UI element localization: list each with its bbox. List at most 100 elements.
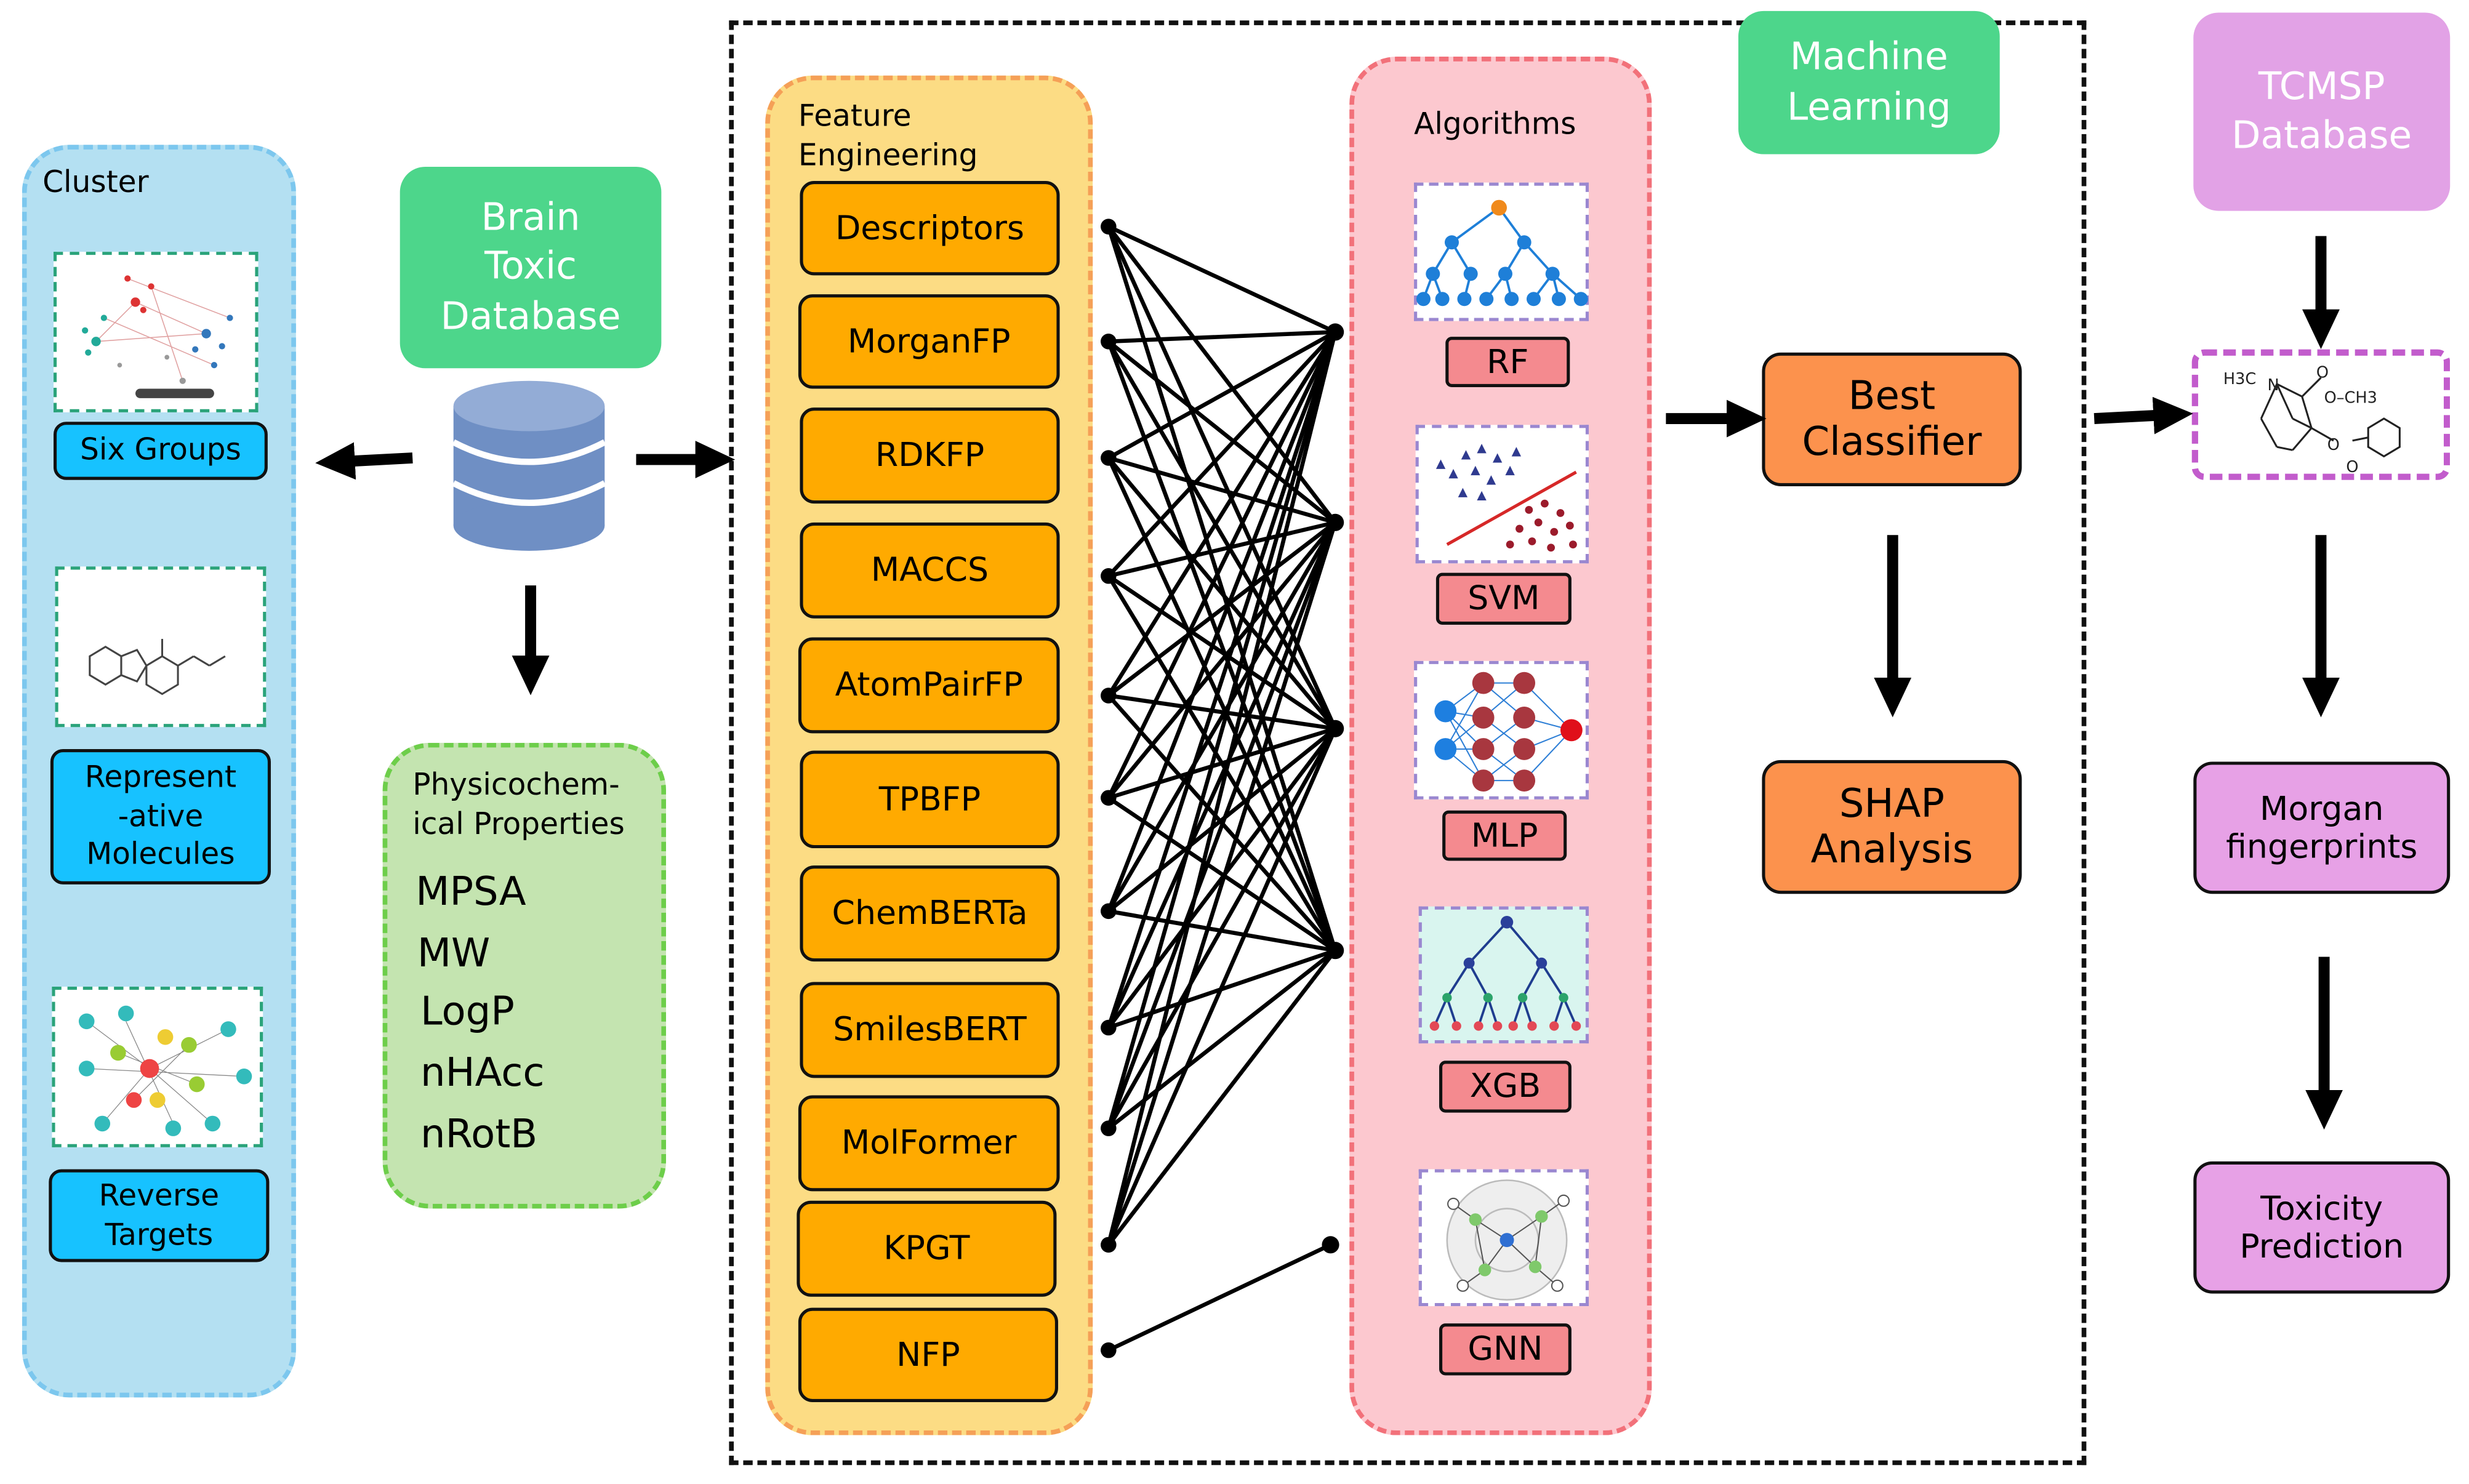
molecule-label-h3c: H3C bbox=[2223, 370, 2256, 388]
random-forest-tree-icon bbox=[1416, 199, 1588, 307]
link-feature-8-algorithm-0 bbox=[1106, 331, 1338, 1129]
random-forest-thumbnail bbox=[1414, 182, 1589, 321]
property-nrotb: nRotB bbox=[420, 1111, 538, 1157]
algorithm-rf: RF bbox=[1445, 337, 1570, 387]
feature-morganfp: MorganFP bbox=[798, 294, 1060, 389]
feature-molformer: MolFormer bbox=[798, 1095, 1060, 1192]
feature-node-dot bbox=[1101, 568, 1117, 584]
link-feature-5-algorithm-1 bbox=[1107, 521, 1337, 800]
link-feature-7-algorithm-1 bbox=[1106, 521, 1338, 1029]
link-feature-1-algorithm-0 bbox=[1108, 330, 1336, 344]
arrow-best-to-molecule bbox=[2094, 396, 2193, 435]
link-feature-4-algorithm-2 bbox=[1108, 693, 1336, 731]
link-feature-9-algorithm-2 bbox=[1106, 728, 1338, 1246]
algorithm-gnn: GNN bbox=[1439, 1323, 1572, 1376]
feature-rdkfp: RDKFP bbox=[800, 407, 1060, 504]
link-feature-8-algorithm-2 bbox=[1106, 728, 1338, 1129]
feature-kpgt: KPGT bbox=[797, 1200, 1057, 1297]
target-network-thumbnail bbox=[52, 987, 263, 1147]
molecule-thumbnail bbox=[55, 566, 267, 728]
feature-node-dot bbox=[1101, 903, 1117, 920]
molecule-label-o-ester: O bbox=[2327, 436, 2340, 454]
algorithm-node-dot bbox=[1322, 1236, 1339, 1254]
target-network-image bbox=[78, 1005, 252, 1136]
molecule-structure-image bbox=[89, 639, 226, 696]
feature-node-dot bbox=[1101, 688, 1117, 704]
cocaine-structure-icon: H3C N O O–CH3 O O bbox=[2223, 364, 2401, 476]
feature-node-dot bbox=[1101, 1237, 1117, 1253]
feature-node-dot bbox=[1101, 1019, 1117, 1036]
xgb-tree-icon bbox=[1429, 915, 1581, 1031]
link-feature-1-algorithm-2 bbox=[1106, 340, 1338, 730]
link-feature-9-algorithm-1 bbox=[1106, 521, 1338, 1246]
link-feature-10-algorithm-4 bbox=[1107, 1243, 1331, 1352]
best-classifier-box: Best Classifier bbox=[1762, 352, 2022, 487]
network-graph-thumbnail bbox=[53, 252, 259, 412]
feature-node-dot bbox=[1101, 334, 1117, 350]
link-feature-2-algorithm-2 bbox=[1107, 456, 1337, 730]
link-feature-0-algorithm-0 bbox=[1107, 225, 1336, 334]
feature-engineering-title: Feature Engineering bbox=[798, 99, 978, 174]
link-feature-2-algorithm-1 bbox=[1107, 455, 1336, 525]
gnn-graph-icon bbox=[1446, 1179, 1570, 1301]
brain-toxic-database-label: Brain Toxic Database bbox=[399, 167, 662, 369]
link-feature-2-algorithm-0 bbox=[1107, 330, 1336, 460]
feature-node-dot bbox=[1101, 219, 1117, 235]
cluster-title: Cluster bbox=[42, 165, 149, 200]
link-feature-0-algorithm-3 bbox=[1106, 226, 1338, 952]
link-feature-5-algorithm-2 bbox=[1107, 726, 1336, 800]
mlp-thumbnail bbox=[1414, 660, 1589, 800]
algorithm-node-dot bbox=[1327, 513, 1344, 531]
xgb-thumbnail bbox=[1418, 906, 1589, 1044]
feature-nfp: NFP bbox=[798, 1307, 1058, 1403]
algorithms-title: Algorithms bbox=[1414, 106, 1576, 142]
link-feature-5-algorithm-0 bbox=[1106, 331, 1338, 799]
molecule-label-o-top: O bbox=[2316, 364, 2329, 382]
svm-scatter-icon bbox=[1435, 443, 1577, 552]
algorithm-mlp: MLP bbox=[1442, 810, 1567, 861]
molecule-structure-box: H3C N O O–CH3 O O bbox=[2191, 349, 2451, 480]
six-groups-label: Six Groups bbox=[53, 422, 268, 480]
algorithm-node-dot bbox=[1327, 942, 1344, 960]
link-feature-3-algorithm-1 bbox=[1108, 520, 1336, 578]
machine-learning-label: Machine Learning bbox=[1738, 10, 2000, 154]
svm-thumbnail bbox=[1415, 425, 1589, 564]
reverse-targets-label: Reverse Targets bbox=[49, 1169, 270, 1262]
link-feature-7-algorithm-0 bbox=[1106, 331, 1338, 1029]
molecule-label-o-carbonyl: O bbox=[2346, 458, 2358, 476]
tcmsp-database-label: TCMSP Database bbox=[2193, 12, 2451, 211]
molecule-label-n: N bbox=[2268, 376, 2279, 395]
molecule-label-och3: O–CH3 bbox=[2324, 389, 2377, 407]
feature-node-dot bbox=[1101, 790, 1117, 806]
feature-atompairfp: AtomPairFP bbox=[798, 637, 1060, 734]
network-graph-image bbox=[82, 275, 233, 398]
toxicity-prediction-box: Toxicity Prediction bbox=[2193, 1161, 2451, 1294]
feature-descriptors: Descriptors bbox=[800, 181, 1060, 276]
feature-maccs: MACCS bbox=[800, 522, 1060, 619]
gnn-thumbnail bbox=[1418, 1169, 1589, 1307]
feature-smilesbert: SmilesBERT bbox=[800, 982, 1060, 1078]
feature-node-dot bbox=[1101, 1342, 1117, 1358]
mlp-network-icon bbox=[1434, 672, 1583, 792]
property-mw: MW bbox=[417, 930, 491, 976]
link-feature-9-algorithm-0 bbox=[1106, 331, 1338, 1246]
algorithm-xgb: XGB bbox=[1439, 1061, 1572, 1113]
physicochemical-panel: Physicochem- ical Properties bbox=[382, 742, 667, 1209]
link-feature-2-algorithm-3 bbox=[1106, 457, 1338, 952]
link-feature-1-algorithm-3 bbox=[1106, 340, 1338, 952]
property-nhacc: nHAcc bbox=[420, 1049, 545, 1096]
link-feature-6-algorithm-1 bbox=[1106, 521, 1338, 913]
link-feature-6-algorithm-0 bbox=[1106, 331, 1338, 912]
representative-molecules-label: Represent -ative Molecules bbox=[50, 748, 271, 884]
link-feature-4-algorithm-1 bbox=[1107, 521, 1337, 697]
feature-tpbfp: TPBFP bbox=[800, 750, 1060, 849]
link-feature-8-algorithm-1 bbox=[1106, 521, 1338, 1129]
link-feature-3-algorithm-0 bbox=[1107, 331, 1337, 578]
shap-analysis-box: SHAP Analysis bbox=[1762, 760, 2022, 894]
feature-node-dot bbox=[1101, 1120, 1117, 1136]
arrow-db-to-cluster bbox=[315, 442, 413, 480]
algorithm-node-dot bbox=[1327, 323, 1344, 341]
